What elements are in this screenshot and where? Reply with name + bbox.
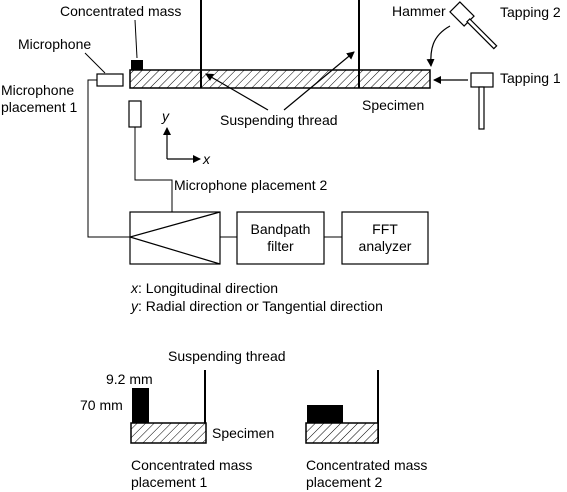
- tapping-1-label: Tapping 1: [500, 70, 561, 86]
- hammer-tapping-1: [470, 72, 494, 130]
- svg-text:Bandpath: Bandpath: [251, 221, 311, 237]
- tapping-2-curve-arrow: [426, 25, 451, 67]
- detail-specimen-label: Specimen: [212, 425, 274, 441]
- detail-2-specimen: [305, 422, 379, 444]
- detail-2-mass: [307, 405, 343, 423]
- microphone-placement-1-label-line1: Microphone: [1, 82, 74, 98]
- microphone-1-cable: [87, 79, 130, 238]
- bandpath-filter-block: Bandpath filter: [236, 211, 325, 265]
- suspending-thread-label: Suspending thread: [220, 112, 338, 128]
- specimen-label: Specimen: [362, 97, 424, 113]
- legend-y: y: Radial direction or Tangential direct…: [130, 298, 383, 314]
- microphone-label: Microphone: [18, 36, 91, 52]
- microphone-2-cable: [134, 127, 173, 212]
- detail-placement-1-label-line1: Concentrated mass: [131, 457, 252, 473]
- legend-x: x: Longitudinal direction: [130, 280, 278, 296]
- detail-1-mass: [132, 388, 149, 423]
- x-axis-label: x: [202, 151, 211, 167]
- microphone-1: [96, 73, 124, 87]
- microphone-placement-2-label: Microphone placement 2: [174, 177, 328, 193]
- svg-text:FFT: FFT: [372, 221, 398, 237]
- microphone-leader: [84, 52, 106, 74]
- detail-dimension-width: 9.2 mm: [106, 371, 153, 387]
- detail-placement-1-label-line2: placement 1: [131, 474, 207, 490]
- detail-1-specimen: [130, 422, 207, 444]
- microphone-placement-1-label-line2: placement 1: [1, 99, 77, 115]
- concentrated-mass-label: Concentrated mass: [60, 3, 181, 19]
- suspending-thread-arrow-right: [283, 51, 355, 111]
- svg-text:analyzer: analyzer: [359, 238, 412, 254]
- detail-placement-2-label-line1: Concentrated mass: [306, 457, 427, 473]
- concentrated-mass: [131, 60, 143, 70]
- y-axis-label: y: [161, 108, 170, 124]
- fft-analyzer-block: FFT analyzer: [341, 211, 429, 265]
- suspending-thread-arrow-left: [205, 73, 269, 111]
- svg-text:filter: filter: [267, 238, 294, 254]
- microphone-2: [128, 100, 142, 128]
- concentrated-mass-leader: [134, 19, 138, 59]
- detail-placement-2-label-line2: placement 2: [306, 474, 382, 490]
- detail-dimension-height: 70 mm: [80, 397, 123, 413]
- detail-suspending-thread-label: Suspending thread: [168, 348, 286, 364]
- tapping-2-label: Tapping 2: [500, 4, 561, 20]
- specimen-bar: [129, 69, 431, 89]
- amplifier-block: [127, 211, 221, 265]
- hammer-label: Hammer: [392, 3, 446, 19]
- hammer-tapping-2: [449, 1, 498, 50]
